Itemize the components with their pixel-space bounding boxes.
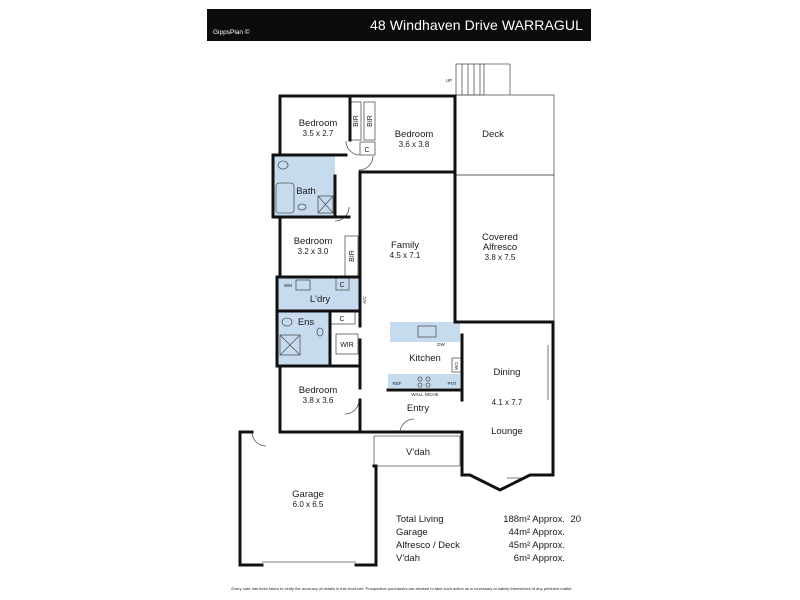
garage-wall	[354, 464, 378, 567]
bath-fill	[273, 155, 335, 217]
door-swing	[344, 399, 360, 415]
laundry-fill	[277, 277, 359, 311]
door-swing	[334, 206, 350, 222]
brand-label: GippsPlan ©	[213, 29, 250, 36]
pnt-label: PNT	[448, 381, 457, 386]
area-label: Alfresco / Deck	[396, 540, 460, 551]
cupboard-label-2: C	[339, 282, 344, 289]
door-swing	[358, 155, 374, 171]
bedroom4-dim: 3.8 x 3.6	[303, 396, 334, 405]
ensuite-fill	[277, 311, 330, 366]
area-label: Total Living	[396, 514, 444, 525]
wall-niche-label: WALL NICHE	[411, 392, 438, 397]
area-row-garage: Garage 44m² Approx.	[396, 526, 591, 539]
family-name: Family	[391, 240, 419, 251]
wir-name: WIR	[340, 342, 354, 349]
cupboard-label-3: C	[339, 316, 344, 323]
kitchen-bench-fill	[390, 322, 460, 342]
entry-name: Entry	[407, 403, 429, 414]
area-value: 188m² Approx.	[503, 514, 565, 525]
basin	[297, 203, 307, 211]
cooktop-burner	[417, 382, 423, 388]
vdah-name: V'dah	[406, 447, 430, 458]
bir-robe-2	[363, 101, 376, 141]
toilet	[277, 160, 289, 170]
area-extra: 20	[570, 514, 581, 525]
cupboard-1	[359, 141, 376, 156]
room-labels: Bedroom 3.5 x 2.7 Bedroom 3.6 x 3.8 Deck…	[292, 118, 523, 509]
bir-label-2: BIR	[367, 115, 374, 127]
laundry-tub	[295, 279, 311, 291]
bedroom4-name: Bedroom	[299, 385, 338, 396]
ensuite-shower	[279, 334, 301, 356]
shower	[317, 195, 334, 214]
wir-box	[335, 333, 359, 355]
area-row-vdah: V'dah 6m² Approx.	[396, 552, 591, 565]
ensuite-toilet	[281, 317, 293, 327]
stairs-up-label: UP	[446, 78, 452, 83]
ensuite-name: Ens	[298, 317, 315, 328]
alfresco-dim: 3.8 x 7.5	[485, 253, 516, 262]
ensuite-basin	[316, 327, 324, 337]
area-row-total-living: Total Living 188m² Approx. 20	[396, 513, 591, 526]
cooktop-burner	[425, 382, 431, 388]
alfresco-name1: Covered	[482, 232, 518, 243]
wm-label: WM	[284, 283, 292, 288]
door-swing	[345, 140, 361, 156]
shower-cross	[317, 195, 334, 214]
lounge-name: Lounge	[491, 426, 523, 437]
bath-name: Bath	[296, 186, 316, 197]
family-dim: 4.5 x 7.1	[390, 251, 421, 260]
garage-wall	[238, 430, 264, 567]
outer-wall	[271, 94, 282, 279]
cupboard-label-1: C	[364, 147, 369, 154]
header-bar: GippsPlan © 48 Windhaven Drive WARRAGUL	[207, 9, 591, 41]
ac-label: A/C	[362, 296, 367, 304]
area-label: V'dah	[396, 553, 421, 564]
dining-dim: 4.1 x 7.7	[492, 398, 523, 407]
ref-label: REF	[393, 381, 402, 386]
disclaimer-text: Every care has been taken to verify the …	[231, 586, 573, 591]
bedroom3-dim: 3.2 x 3.0	[298, 247, 329, 256]
area-value: 45m² Approx.	[508, 540, 566, 551]
laundry-name: L'dry	[310, 294, 331, 305]
bedroom1-dim: 3.5 x 2.7	[303, 129, 334, 138]
bedroom2-name: Bedroom	[395, 129, 434, 140]
bedroom2-dim: 3.6 x 3.8	[399, 140, 430, 149]
bir-label-1: BIR	[353, 115, 360, 127]
walls	[238, 94, 555, 567]
area-value: 44m² Approx.	[508, 527, 566, 538]
shower-cross	[279, 334, 301, 356]
outer-wall	[278, 364, 362, 434]
dining-name: Dining	[494, 367, 521, 378]
area-label: Garage	[396, 527, 428, 538]
alfresco-name2: Alfresco	[483, 242, 517, 253]
deck-name: Deck	[482, 129, 504, 140]
stairs	[455, 63, 485, 96]
area-row-alfresco-deck: Alfresco / Deck 45m² Approx.	[396, 539, 591, 552]
wo-label: WO	[454, 362, 459, 370]
fixture-labels: BIR BIR BIR C C C UP REF PNT DW A/C WALL…	[284, 78, 459, 397]
wet-areas	[273, 155, 460, 388]
cooktop-burner	[417, 376, 423, 382]
bedroom1-name: Bedroom	[299, 118, 338, 129]
garage-name: Garage	[292, 489, 324, 500]
area-value: 6m² Approx.	[513, 553, 565, 564]
bathtub	[275, 182, 295, 214]
kitchen-rear-bench-fill	[388, 374, 460, 388]
bir-label-3: BIR	[349, 250, 356, 262]
garage-dim: 6.0 x 6.5	[293, 500, 324, 509]
cooktop-burner	[425, 376, 431, 382]
door-swing	[251, 431, 267, 447]
dw-label: DW	[437, 342, 445, 347]
kitchen-sink	[417, 325, 437, 338]
deck-outline	[455, 94, 555, 176]
outer-wall	[278, 94, 555, 492]
kitchen-name: Kitchen	[409, 353, 441, 364]
page-title: 48 Windhaven Drive WARRAGUL	[369, 17, 583, 33]
area-schedule: Total Living 188m² Approx. 20 Garage 44m…	[396, 513, 591, 565]
bedroom3-name: Bedroom	[294, 236, 333, 247]
